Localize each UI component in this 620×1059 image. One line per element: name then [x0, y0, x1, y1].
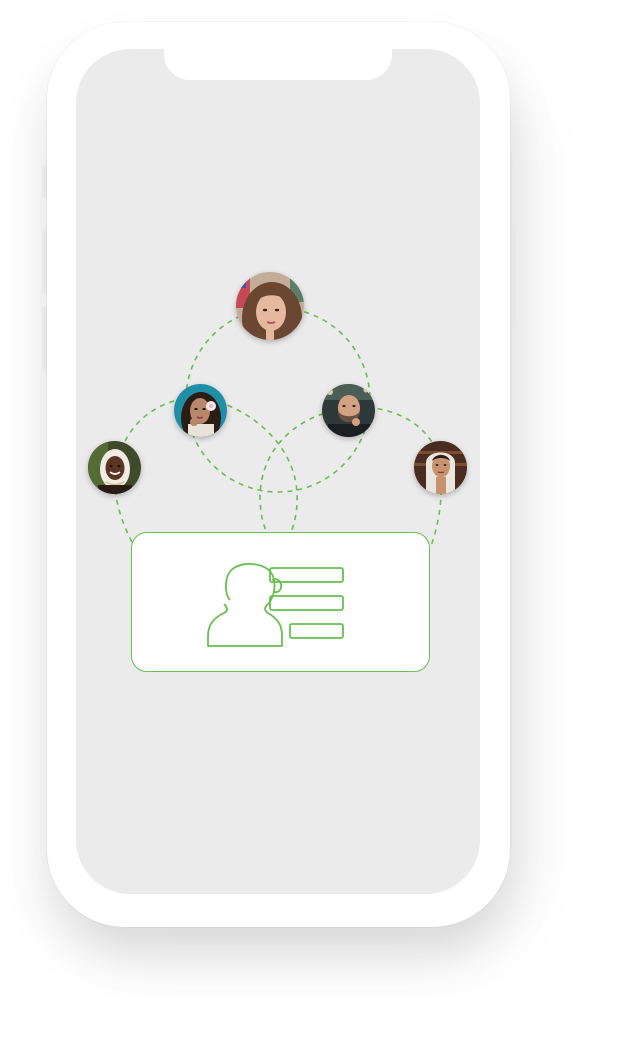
phone-screen	[76, 49, 480, 894]
connection-arc-left	[117, 397, 298, 535]
power-button	[509, 225, 516, 325]
volume-up-button	[42, 228, 48, 294]
phone-notch	[164, 49, 392, 80]
mute-switch	[42, 165, 48, 199]
profile-card	[131, 532, 430, 672]
avatar-bearded-man	[322, 384, 375, 437]
connection-arc-right	[259, 406, 441, 535]
connection-arc-left-lower	[113, 469, 135, 547]
avatar-woman-with-flower	[174, 384, 227, 437]
volume-down-button	[42, 306, 48, 372]
avatar-young-man-hood	[414, 441, 467, 494]
user-profile-with-lines-icon	[207, 563, 344, 647]
avatar-woman-long-hair	[236, 272, 304, 340]
avatar-woman-headscarf	[88, 441, 141, 494]
